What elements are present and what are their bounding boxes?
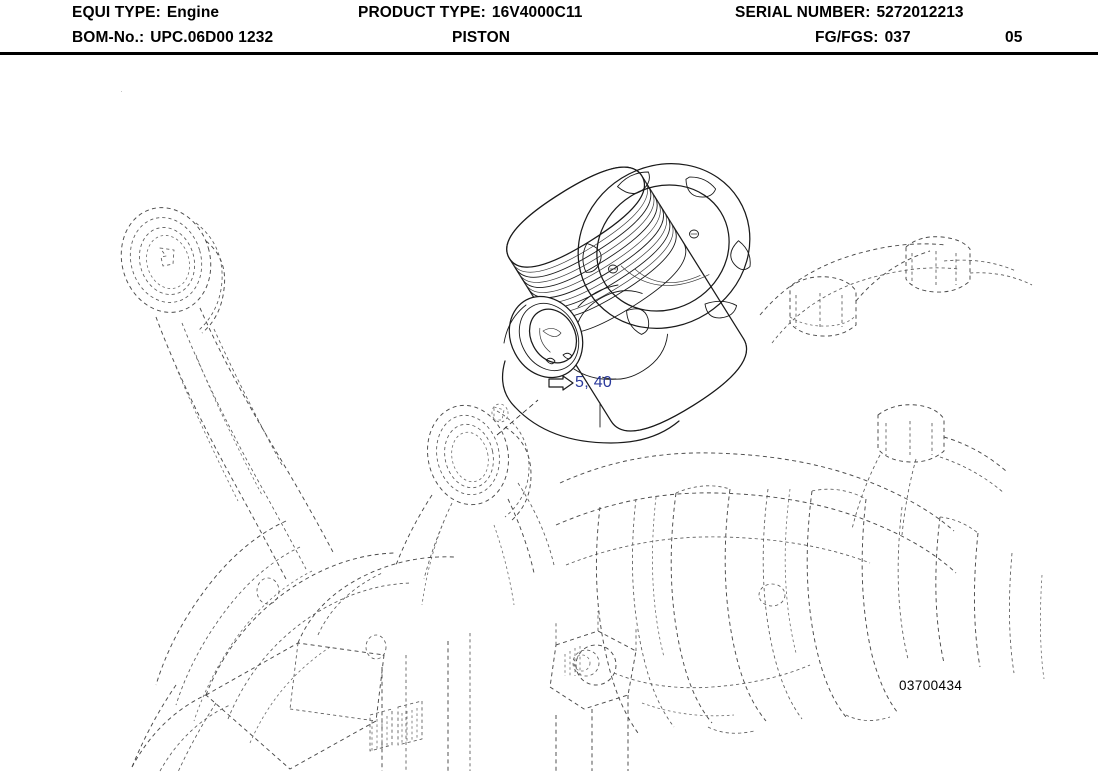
fg-fgs-field: FG/FGS: 037: [815, 28, 911, 48]
equi-type-label: EQUI TYPE:: [72, 4, 161, 21]
part-name: PISTON: [452, 29, 511, 46]
drawing-number: 03700434: [899, 678, 963, 693]
bom-number-field: BOM-No.: UPC.06D00 1232: [72, 28, 273, 48]
piston-pin-boss: [508, 295, 584, 379]
fg-fgs-second-value: 05: [1005, 29, 1023, 46]
callout-label: 5, 40: [575, 374, 613, 391]
serial-number-label: SERIAL NUMBER:: [735, 4, 871, 21]
leader-line: [496, 399, 539, 436]
serial-number-field: SERIAL NUMBER: 5272012213: [735, 3, 964, 23]
page-header: EQUI TYPE: Engine PRODUCT TYPE: 16V4000C11…: [0, 0, 1098, 55]
header-row-1: EQUI TYPE: Engine PRODUCT TYPE: 16V4000C11…: [0, 3, 1098, 27]
bearing-journal-detail-phantom: [549, 611, 637, 771]
fg-fgs-label: FG/FGS:: [815, 29, 879, 46]
bom-number-label: BOM-No.:: [72, 29, 145, 46]
serial-number-value: 5272012213: [876, 4, 964, 21]
callout-5-40[interactable]: 5, 40: [548, 372, 612, 394]
bom-number-value: UPC.06D00 1232: [150, 29, 274, 46]
product-type-label: PRODUCT TYPE:: [358, 4, 486, 21]
product-type-value: 16V4000C11: [491, 4, 583, 21]
header-row-2: BOM-No.: UPC.06D00 1232 PISTON FG/FGS: 037…: [0, 28, 1098, 52]
product-type-field: PRODUCT TYPE: 16V4000C11: [358, 3, 583, 23]
registration-mark: ·: [120, 86, 123, 96]
piston-solid: [502, 163, 751, 444]
header-divider: [0, 52, 1098, 55]
fg-fgs-value: 037: [884, 29, 911, 46]
piston-crown-bowl: [577, 163, 751, 335]
right-arrow-icon: [548, 375, 574, 391]
equi-type-value: Engine: [166, 4, 220, 21]
valve-relief-pockets: [582, 171, 751, 335]
serration-detail-phantom: [369, 700, 423, 752]
technical-drawing: .sl { fill:none; stroke:#1a1a1a; stroke-…: [0, 55, 1098, 772]
connecting-rod-phantom: [120, 207, 335, 772]
crankshaft-phantom: [256, 236, 1045, 734]
bearing-cap-bosses-phantom: [759, 236, 1033, 536]
conrod-small-end-phantom: [395, 403, 555, 606]
equi-type-field: EQUI TYPE: Engine: [72, 3, 219, 23]
drawing-canvas: .sl { fill:none; stroke:#1a1a1a; stroke-…: [120, 163, 1045, 772]
counterweight-phantom: [131, 552, 471, 772]
